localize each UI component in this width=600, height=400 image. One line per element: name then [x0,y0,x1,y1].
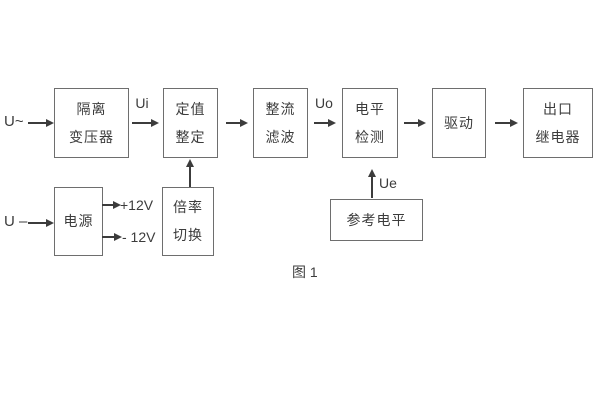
block-ratio-switch: 倍率 切换 [162,187,214,256]
signal-label-minus12v: - 12V [122,229,156,245]
arrow-uo-icon [314,119,336,127]
arrow-setpoint-to-rectifier-icon [226,119,248,127]
block-label-line: 整定 [175,128,206,145]
block-label-line: 出口 [543,100,573,117]
block-rectifier-filter: 整流 滤波 [253,88,308,158]
arrow-driver-to-relay-icon [495,119,518,127]
block-label-line: 定值 [175,100,206,117]
block-label-line: 驱动 [444,114,474,131]
arrow-minus12v-icon [102,233,122,241]
signal-label-plus12v: +12V [120,197,154,213]
block-label-line: 继电器 [535,128,581,145]
block-setpoint-adjust: 定值 整定 [163,88,218,158]
arrow-ratio-to-setpoint-icon [186,159,194,187]
block-level-detect: 电平 检测 [342,88,398,158]
signal-label-ue: Ue [379,175,397,191]
block-label-line: 参考电平 [346,211,407,228]
block-label-line: 变压器 [69,128,114,145]
block-label-line: 隔离 [76,100,107,117]
signal-label-ui: Ui [135,95,149,111]
input-label-dc: U – [4,213,28,230]
arrow-ui-icon [132,119,159,127]
block-label-line: 滤波 [265,128,296,145]
block-label-line: 电源 [63,213,94,229]
input-label-ac: U~ [4,113,24,130]
arrow-level-to-driver-icon [404,119,426,127]
arrow-ac-input-icon [28,119,54,127]
block-label-line: 整流 [265,100,296,117]
block-label-line: 切换 [173,227,203,243]
signal-label-uo: Uo [315,95,333,111]
arrow-plus12v-icon [102,201,121,209]
block-driver: 驱动 [432,88,486,158]
arrow-dc-input-icon [28,219,54,227]
block-power-supply: 电源 [54,187,103,256]
block-label-line: 检测 [355,128,385,145]
block-output-relay: 出口 继电器 [523,88,593,158]
figure-caption: 图 1 [292,264,318,280]
block-isolation-transformer: 隔离 变压器 [54,88,129,158]
block-reference-level: 参考电平 [330,199,423,241]
arrow-ue-icon [368,169,376,198]
block-label-line: 倍率 [173,199,203,215]
block-label-line: 电平 [355,100,385,117]
